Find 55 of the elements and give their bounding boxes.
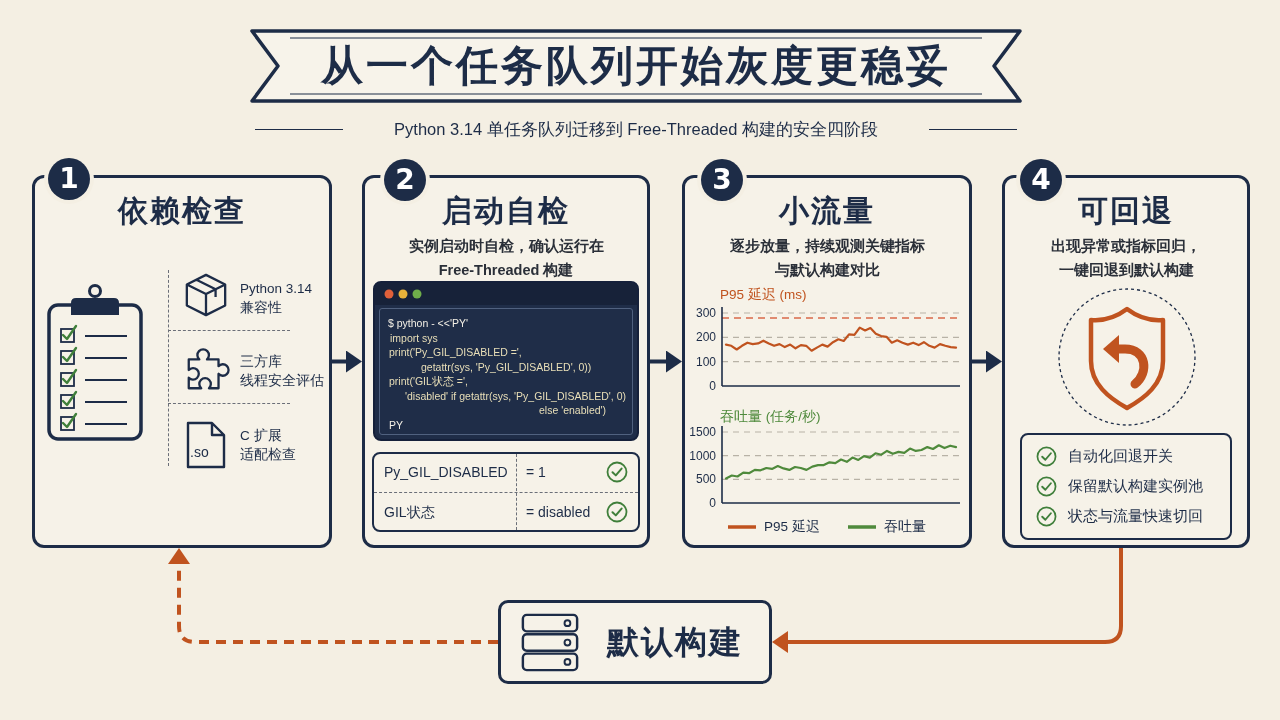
item-label: 三方库线程安全评估 bbox=[240, 353, 325, 390]
panel-description: 逐步放量，持续观测关键指标与默认构建对比 bbox=[728, 237, 926, 280]
node-title: 默认构建 bbox=[607, 622, 743, 662]
legend-label: P95 延迟 bbox=[764, 518, 820, 536]
result-table bbox=[372, 452, 640, 532]
storage-box bbox=[498, 600, 772, 684]
code-line: getattr(sys, 'Py_GIL_DISABLED', 0)) bbox=[421, 359, 592, 374]
key-text: GIL状态 bbox=[384, 503, 435, 522]
axis-tick-label: 0 bbox=[709, 496, 716, 510]
checklist-card bbox=[1020, 433, 1232, 540]
diagram-title: 从一个任务队列开始灰度更稳妥 bbox=[321, 44, 951, 88]
axis-tick-label: 0 bbox=[709, 379, 716, 393]
panel-description: 实例启动时自检，确认运行在 Free-Threaded 构建 bbox=[407, 237, 605, 280]
checklist-item: 保留默认构建实例池 bbox=[1068, 477, 1203, 496]
panel-description: 出现异常或指标回归，一键回退到默认构建 bbox=[1050, 237, 1202, 280]
step-number-badge: 1 bbox=[48, 158, 90, 200]
panel-heading: 可回退 bbox=[1078, 192, 1174, 230]
value-text: = 1 bbox=[526, 463, 546, 482]
code-line: else 'enabled') bbox=[539, 403, 607, 418]
subtitle: Python 3.14 单任务队列迁移到 Free-Threaded 构建的安全四阶段 bbox=[394, 119, 878, 140]
panel-heading: 启动自检 bbox=[442, 192, 570, 230]
arrow bbox=[650, 350, 682, 373]
code-line: import sys bbox=[390, 330, 438, 345]
key-text: Py_GIL_DISABLED bbox=[384, 463, 508, 482]
axis-tick-label: 500 bbox=[695, 472, 716, 487]
axis-tick-label: 100 bbox=[695, 354, 716, 369]
file-icon bbox=[185, 420, 227, 470]
code-line: print('Py_GIL_DISABLED =', bbox=[389, 345, 522, 360]
step-number-badge: 4 bbox=[1020, 159, 1062, 201]
arrow bbox=[972, 350, 1002, 373]
code-line: print('GIL状态 =', bbox=[389, 374, 468, 389]
panel-heading: 依赖检查 bbox=[118, 192, 246, 230]
chart-title: 吞吐量 (任务/秒) bbox=[720, 408, 821, 426]
file-extension-text: .so bbox=[190, 444, 209, 460]
code-line: 'disabled' if getattr(sys, 'Py_GIL_DISABLED', 0) bbox=[405, 388, 627, 403]
chart-title: P95 延迟 (ms) bbox=[720, 286, 807, 304]
checklist-item: 状态与流量快速切回 bbox=[1068, 507, 1203, 526]
code-line: PY bbox=[389, 417, 403, 432]
terminal-window bbox=[373, 281, 639, 441]
checklist-item: 自动化回退开关 bbox=[1068, 447, 1173, 466]
code-line: $ python - <<'PY' bbox=[388, 316, 468, 331]
panel-heading: 小流量 bbox=[779, 192, 875, 230]
item-label: Python 3.14 兼容性 bbox=[240, 280, 314, 317]
step-number-badge: 3 bbox=[701, 159, 743, 201]
axis-tick-label: 1500 bbox=[689, 425, 716, 439]
value-text: = disabled bbox=[526, 503, 591, 522]
axis-tick-label: 1000 bbox=[689, 448, 716, 463]
step-number-badge: 2 bbox=[384, 159, 426, 201]
axis-tick-label: 300 bbox=[695, 306, 716, 320]
arrow bbox=[772, 548, 1123, 653]
arrow bbox=[332, 350, 362, 373]
legend-label: 吞吐量 bbox=[884, 518, 926, 536]
item-label: C 扩展适配检查 bbox=[240, 427, 297, 464]
axis-tick-label: 200 bbox=[695, 330, 716, 345]
dashed-arrow bbox=[168, 548, 498, 644]
